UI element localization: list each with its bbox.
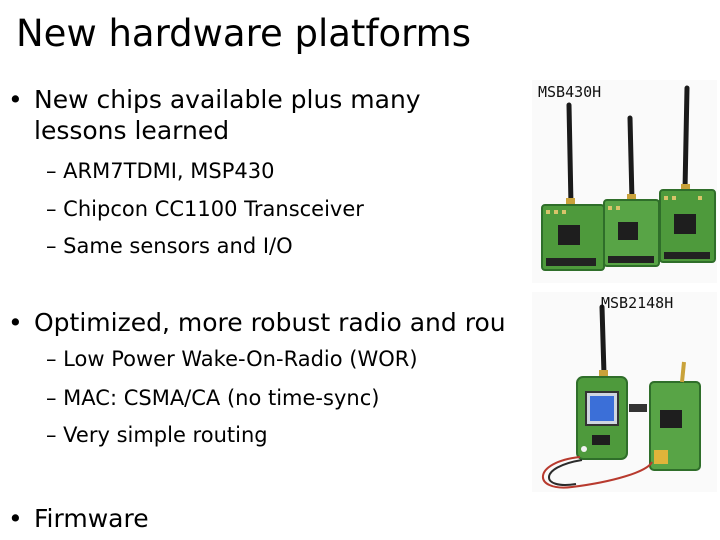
bullet-text: Firmware <box>34 504 149 533</box>
msb430h-photo <box>532 80 717 283</box>
msb430h-caption: MSB430H <box>538 83 602 101</box>
bullet-text: Optimized, more robust radio and rou <box>34 308 506 337</box>
subitem-mac: – MAC: CSMA/CA (no time-sync) <box>46 386 380 410</box>
slide-title: New hardware platforms <box>16 12 471 55</box>
bullet-symbol: • <box>8 308 23 337</box>
msb2148h-caption: MSB2148H <box>601 294 674 312</box>
msb430h-boards-illustration <box>541 85 716 271</box>
subitem-wor: – Low Power Wake-On-Radio (WOR) <box>46 347 418 371</box>
subitem-arm7tdmi: – ARM7TDMI, MSP430 <box>46 159 275 183</box>
subitem-chipcon: – Chipcon CC1100 Transceiver <box>46 197 364 221</box>
bullet-symbol: • <box>8 504 23 533</box>
bullet-text: New chips available plus many lessons le… <box>34 85 421 145</box>
bullet-radio: • Optimized, more robust radio and rou <box>8 307 533 339</box>
subitem-sensors: – Same sensors and I/O <box>46 234 293 258</box>
subitem-routing: – Very simple routing <box>46 423 268 447</box>
bullet-symbol: • <box>8 85 23 114</box>
msb2148h-boards-illustration <box>542 304 701 489</box>
msb2148h-photo <box>532 292 717 492</box>
